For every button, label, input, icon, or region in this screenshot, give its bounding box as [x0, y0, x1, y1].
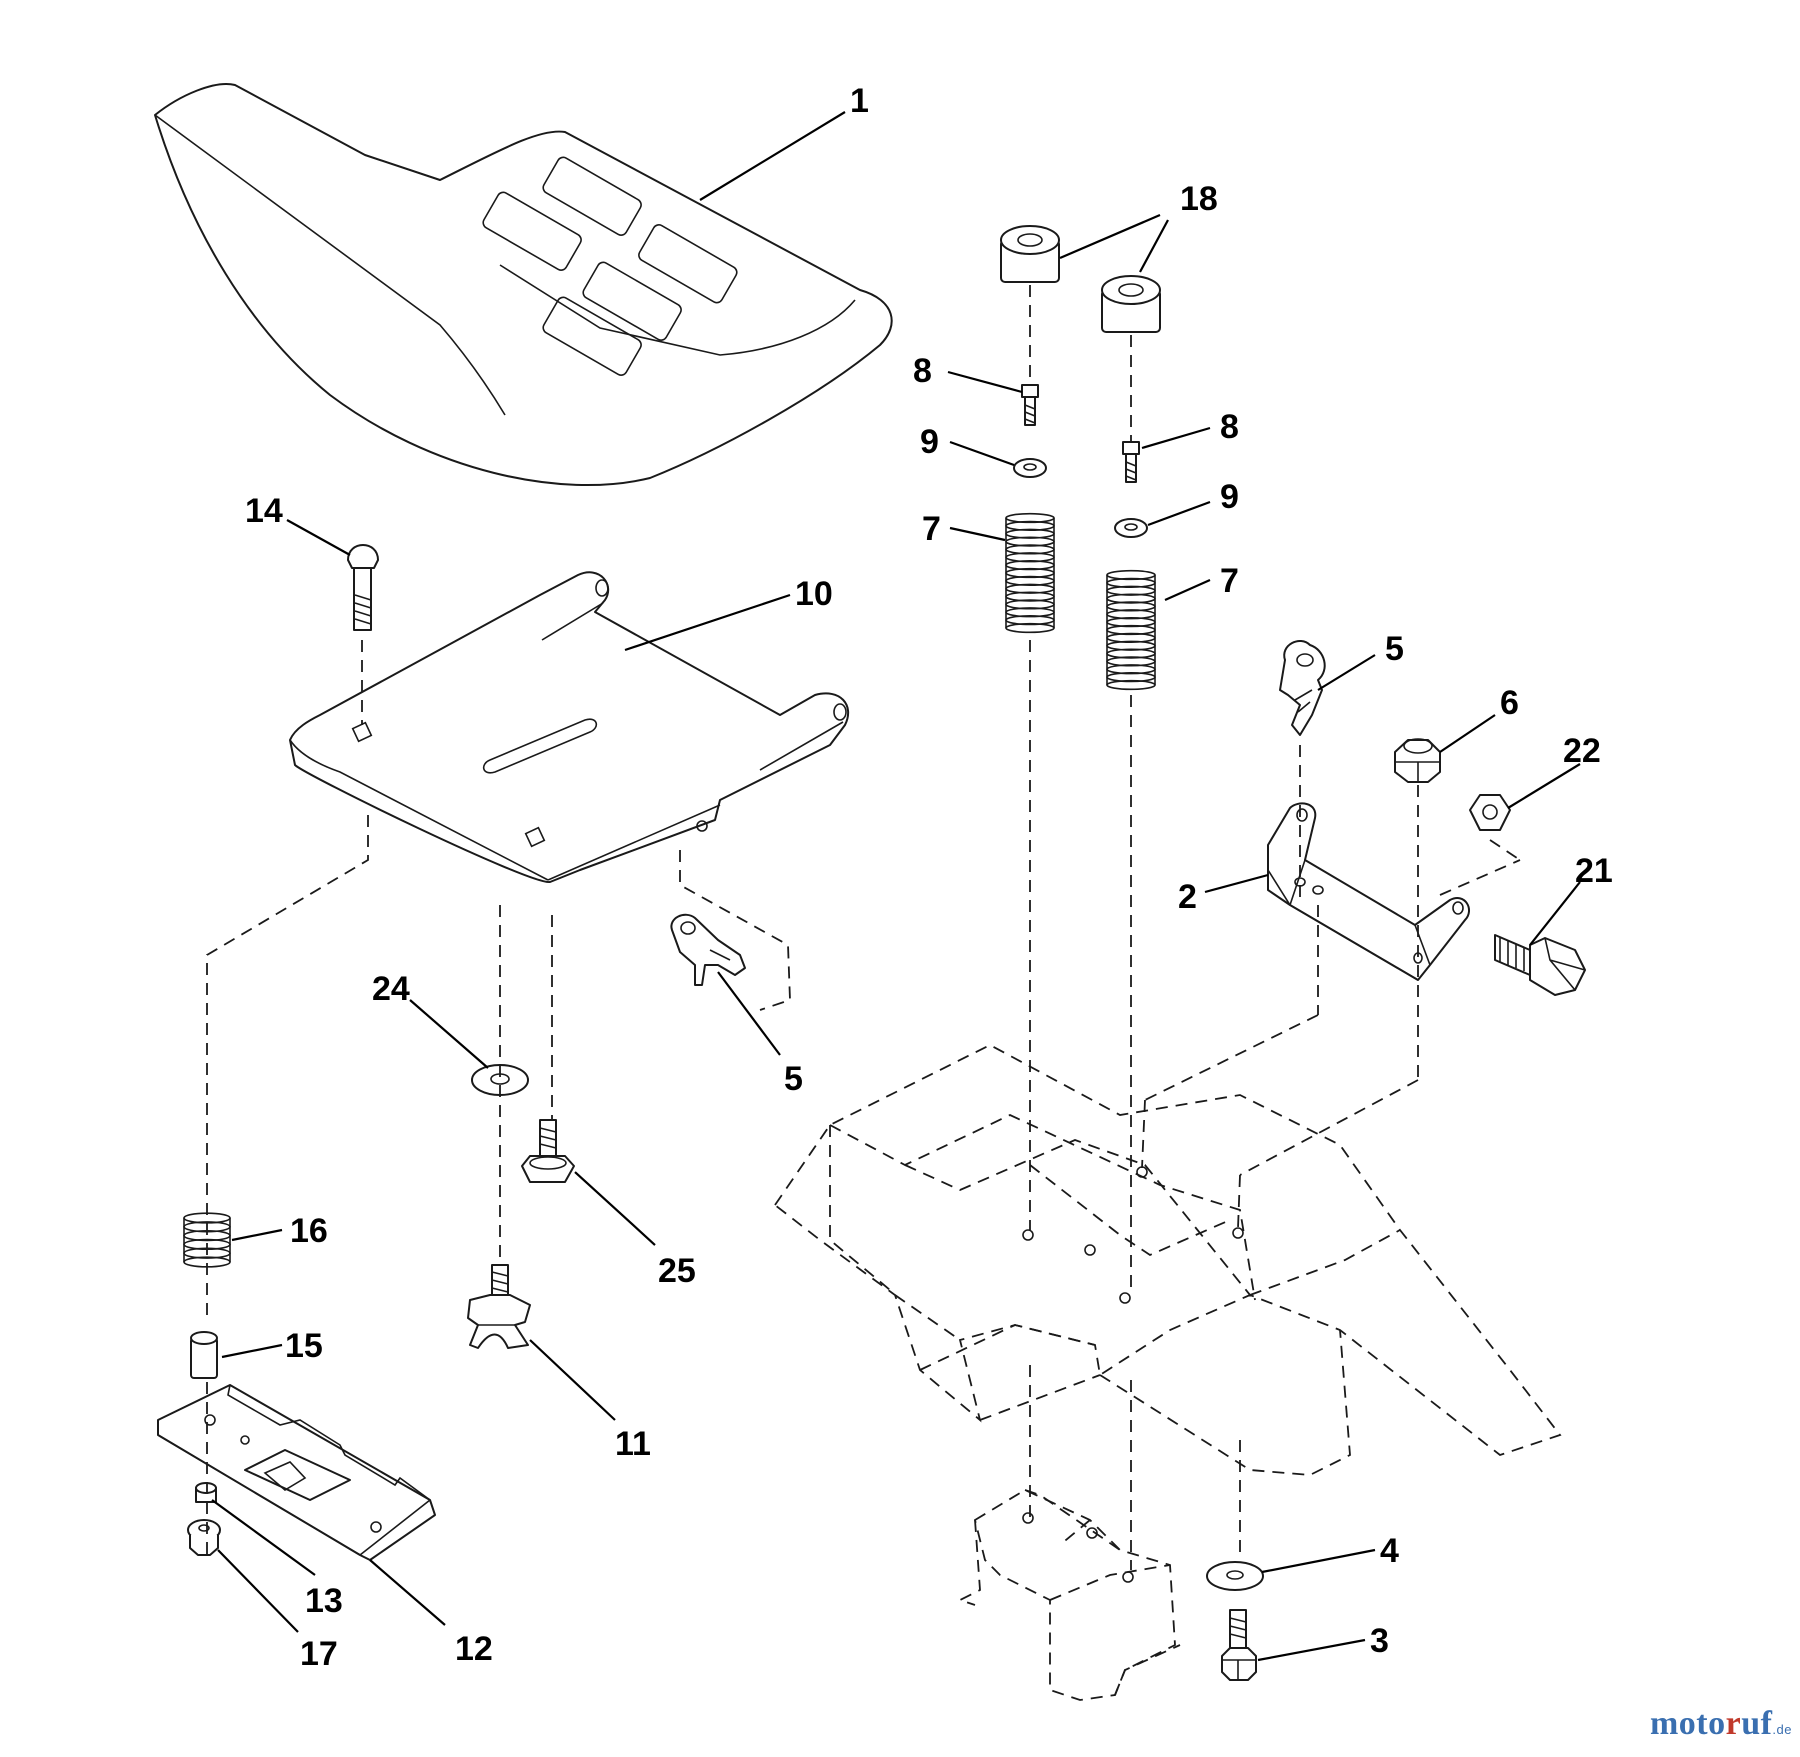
callout-7: 7 — [1220, 562, 1239, 600]
callout-12: 12 — [455, 1630, 493, 1668]
callout-5: 5 — [1385, 630, 1404, 668]
shoulder-screw-part — [521, 1119, 575, 1183]
callout-18: 18 — [1180, 180, 1218, 218]
seat-pan-part — [289, 571, 850, 884]
carriage-bolt-part — [347, 544, 379, 631]
hex-nut-part — [1469, 794, 1511, 831]
callout-11: 11 — [615, 1425, 651, 1463]
adjustment-knob-part — [467, 1264, 531, 1349]
watermark-logo: motoruf.de — [1650, 1705, 1792, 1743]
callout-1: 1 — [850, 82, 869, 120]
callout-13: 13 — [305, 1582, 343, 1620]
wire-clip-part — [1279, 640, 1326, 736]
lock-nut-part — [1394, 738, 1441, 783]
assembly-centerlines — [206, 285, 1521, 1570]
bushing-part — [190, 1331, 218, 1379]
callout-21: 21 — [1575, 852, 1613, 890]
callout-3: 3 — [1370, 1622, 1389, 1660]
mounting-plate-part — [157, 1384, 436, 1561]
callout-10: 10 — [795, 575, 833, 613]
shoulder-bolt-part — [1494, 934, 1586, 996]
lock-nut-part — [187, 1519, 221, 1556]
callout-7: 7 — [922, 510, 941, 548]
callout-8: 8 — [1220, 408, 1239, 446]
callout-22: 22 — [1563, 732, 1601, 770]
callout-9: 9 — [920, 423, 939, 461]
callout-5: 5 — [784, 1060, 803, 1098]
hex-bolt-part — [1221, 1609, 1257, 1681]
callout-25: 25 — [658, 1252, 696, 1290]
callout-6: 6 — [1500, 684, 1519, 722]
callout-15: 15 — [285, 1327, 323, 1365]
wire-clip-part — [670, 913, 746, 986]
callout-9: 9 — [1220, 478, 1239, 516]
lock-washer-part — [1013, 458, 1148, 538]
seat-part — [154, 83, 893, 487]
spacer-part — [1000, 225, 1161, 333]
bracket-part — [1267, 802, 1470, 981]
coil-spring-part — [1005, 512, 1156, 691]
watermark-text-accent: r — [1725, 1705, 1742, 1742]
watermark-tld: .de — [1772, 1722, 1792, 1737]
small-spring-part — [183, 1212, 231, 1268]
flange-nut-part — [195, 1482, 217, 1503]
watermark-text: moto — [1649, 1705, 1726, 1742]
callout-4: 4 — [1380, 1532, 1399, 1570]
leader-lines — [211, 111, 1581, 1662]
callout-8: 8 — [913, 352, 932, 390]
callout-2: 2 — [1178, 878, 1197, 916]
screw-part — [1021, 384, 1140, 483]
callout-labels: 1 18 8 8 9 9 7 7 10 14 5 6 22 2 21 5 24 … — [245, 82, 1613, 1673]
watermark-text-end: uf — [1741, 1705, 1773, 1742]
callout-14: 14 — [245, 492, 283, 530]
callout-24: 24 — [372, 970, 410, 1008]
callout-17: 17 — [300, 1635, 338, 1673]
tractor-frame-part — [773, 1043, 1562, 1701]
flat-washer-part — [1206, 1561, 1264, 1591]
callout-16: 16 — [290, 1212, 328, 1250]
